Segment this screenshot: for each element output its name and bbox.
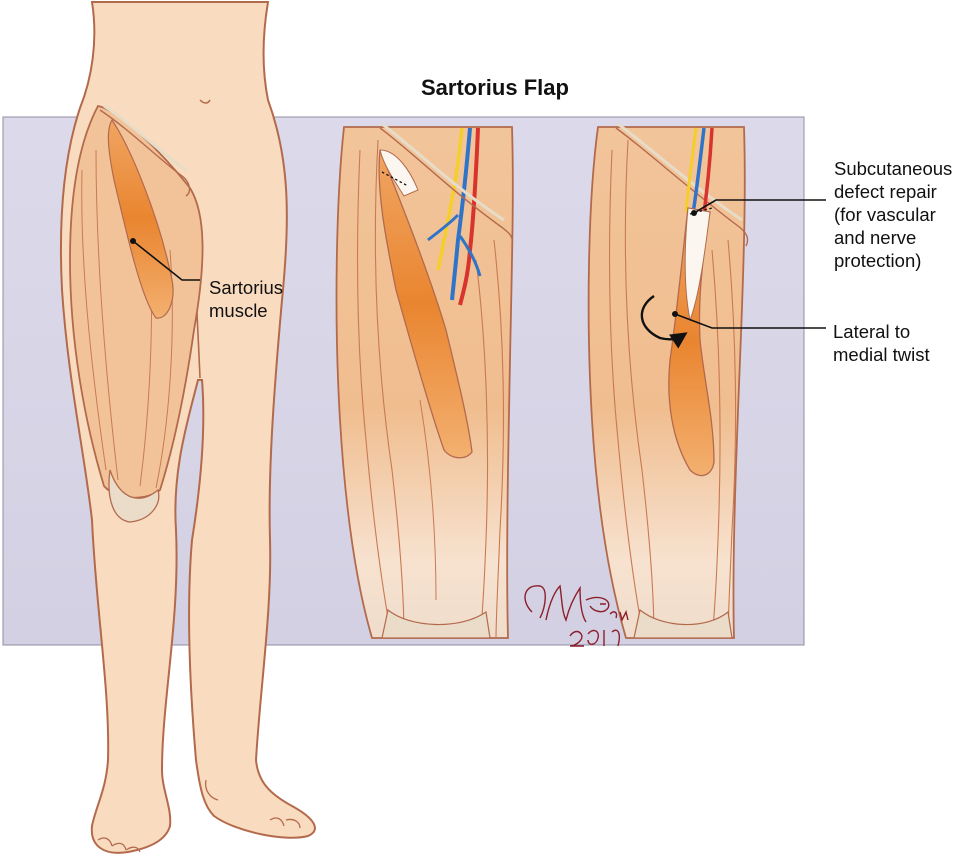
sartorius-muscle-label: Sartorius muscle <box>209 276 283 322</box>
label-line: Subcutaneous <box>834 158 953 179</box>
label-line: and nerve <box>834 227 917 248</box>
full-leg-figure <box>60 1 316 854</box>
label-line: Lateral to <box>833 321 911 342</box>
twist-label: Lateral to medial twist <box>833 320 930 366</box>
right-thigh-view <box>587 122 749 639</box>
leader-lines <box>130 199 826 329</box>
label-line: defect repair <box>834 181 937 202</box>
figure-title: Sartorius Flap <box>421 75 569 100</box>
middle-thigh-view <box>335 122 514 639</box>
label-line: Sartorius <box>209 277 284 298</box>
artist-signature <box>524 584 629 647</box>
label-line: protection) <box>834 250 922 271</box>
label-line: medial twist <box>833 344 930 365</box>
label-line: muscle <box>209 300 268 321</box>
subcutaneous-defect-label: Subcutaneous defect repair (for vascular… <box>834 157 952 272</box>
label-line: (for vascular <box>834 204 936 225</box>
